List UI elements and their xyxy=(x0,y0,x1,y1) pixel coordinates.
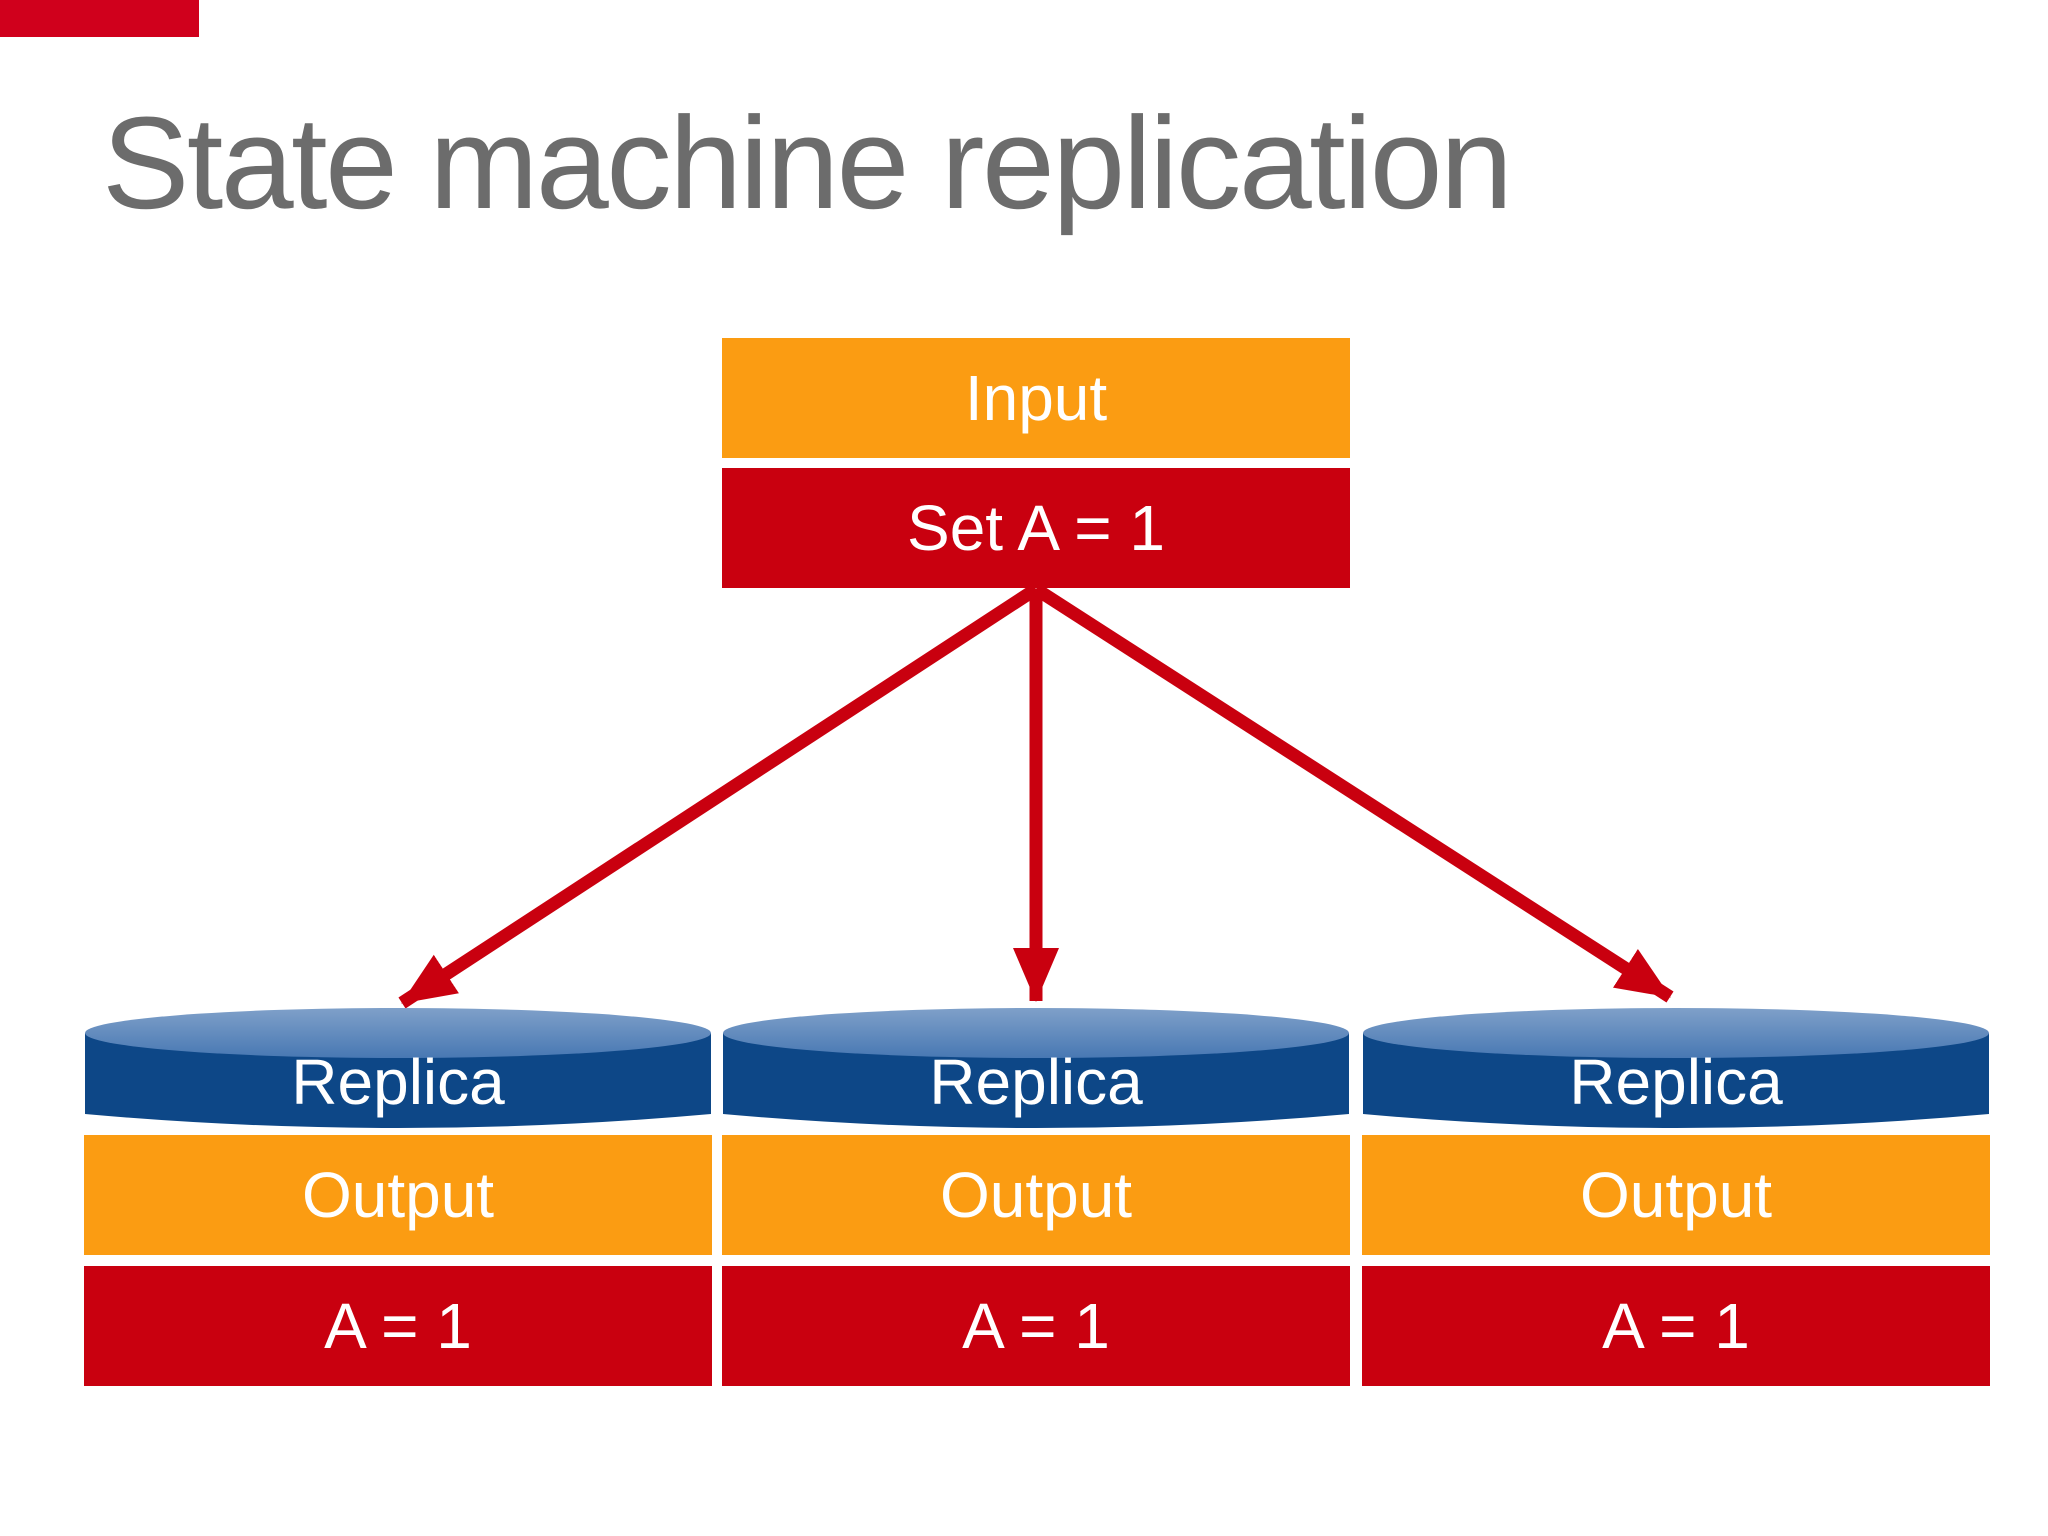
input-box: Input xyxy=(722,338,1350,458)
command-box: Set A = 1 xyxy=(722,468,1350,588)
output-label: Output xyxy=(939,1159,1133,1231)
replica-column-3: Replica Output A = 1 xyxy=(1362,0,1990,1536)
replica-cylinder-icon xyxy=(1363,1008,1989,1128)
replica-label: Replica xyxy=(929,1046,1143,1118)
state-label: A = 1 xyxy=(962,1290,1110,1362)
slide-title: State machine replication xyxy=(102,89,1513,236)
output-label: Output xyxy=(1579,1159,1773,1231)
replica-cylinder-icon xyxy=(85,1008,711,1128)
state-box: A = 1 xyxy=(722,1266,1350,1386)
output-box: Output xyxy=(722,1135,1350,1255)
replica-label: Replica xyxy=(291,1046,505,1118)
command-label: Set A = 1 xyxy=(907,492,1165,564)
input-label: Input xyxy=(964,362,1108,434)
replica-label: Replica xyxy=(1569,1046,1783,1118)
state-label: A = 1 xyxy=(324,1290,472,1362)
replica-cylinder-icon xyxy=(723,1008,1349,1128)
state-label: A = 1 xyxy=(1602,1290,1750,1362)
output-label: Output xyxy=(301,1159,495,1231)
state-box: A = 1 xyxy=(84,1266,712,1386)
replica-column-1: Replica Output A = 1 xyxy=(84,0,712,1536)
state-box: A = 1 xyxy=(1362,1266,1990,1386)
replica-column-2: Replica Output A = 1 xyxy=(722,0,1350,1536)
output-box: Output xyxy=(84,1135,712,1255)
top-left-red-bar xyxy=(0,0,199,37)
output-box: Output xyxy=(1362,1135,1990,1255)
